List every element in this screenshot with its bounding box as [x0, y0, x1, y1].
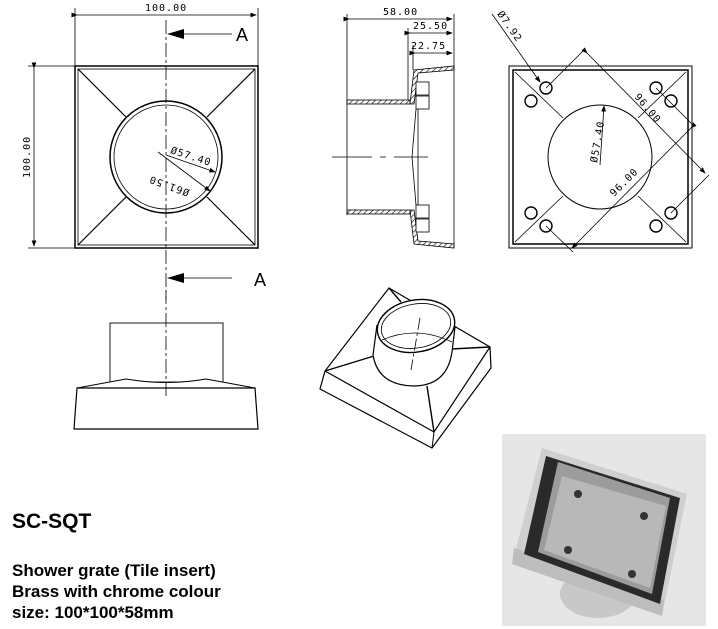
isometric-view	[319, 287, 492, 449]
flange-depth-dimension: 25.50	[413, 21, 448, 32]
product-description-line-2: Brass with chrome colour	[12, 582, 221, 601]
bottom-view: Ø7.92 Ø57.40 96.00 96.00	[491, 9, 710, 253]
overall-depth-dimension: 58.00	[383, 7, 418, 18]
product-code: SC-SQT	[12, 510, 92, 533]
product-photo	[502, 434, 706, 626]
product-description-line-1: Shower grate (Tile insert)	[12, 561, 216, 580]
top-view: 100.00 100.00 Ø57.40 Ø61.50 A A	[22, 3, 266, 300]
section-view: 58.00 25.50 22.75	[332, 7, 455, 249]
section-marker-top: A	[236, 25, 248, 45]
inner-depth-dimension: 22.75	[411, 41, 446, 52]
front-view	[73, 290, 259, 430]
section-marker-bottom: A	[254, 270, 266, 290]
product-size: size: 100*100*58mm	[12, 603, 174, 622]
width-dimension: 100.00	[145, 3, 187, 14]
height-dimension: 100.00	[22, 136, 33, 178]
